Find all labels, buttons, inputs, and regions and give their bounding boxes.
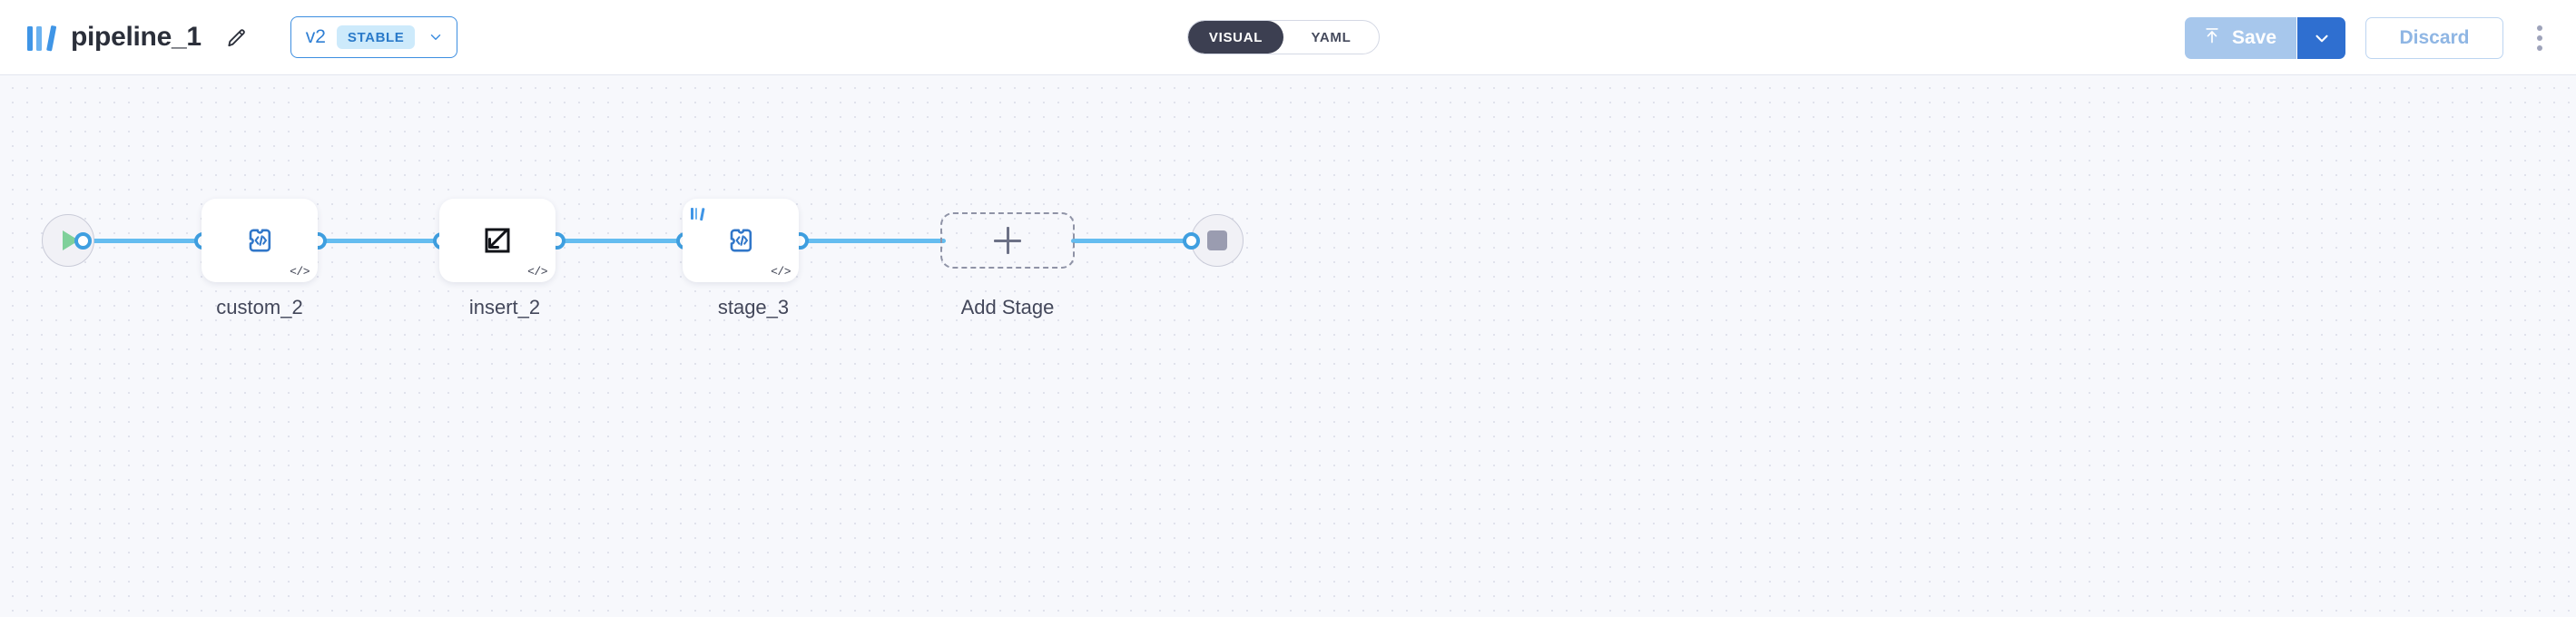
stage-node-insert_2[interactable]: </> [439, 199, 556, 282]
insert-arrow-icon [439, 199, 556, 282]
code-badge: </> [290, 265, 310, 279]
discard-button[interactable]: Discard [2365, 16, 2503, 59]
save-button[interactable]: Save [2184, 16, 2296, 59]
pipeline-canvas[interactable]: </> </> [0, 75, 2576, 617]
pipeline-logo-icon [691, 205, 706, 220]
puzzle-code-icon [202, 199, 318, 282]
stage-label-custom_2: custom_2 [216, 296, 303, 318]
header-right-group: Save Discard [2184, 0, 2556, 75]
pencil-icon[interactable] [221, 22, 252, 53]
chevron-down-icon [426, 27, 446, 47]
add-stage-label: Add Stage [960, 296, 1055, 318]
connector-dot[interactable] [1183, 232, 1200, 250]
edge-custom2-to-insert2 [211, 239, 448, 243]
stage-label-stage_3: stage_3 [717, 296, 790, 318]
save-dropdown-button[interactable] [2296, 16, 2345, 59]
header-left-group: pipeline_1 v2 STABLE [0, 16, 458, 58]
pipeline-flow: </> </> [0, 75, 2576, 617]
save-button-label: Save [2231, 26, 2276, 48]
code-badge: </> [527, 265, 547, 279]
code-badge: </> [771, 265, 791, 279]
chevron-down-icon [2315, 34, 2328, 42]
upload-icon [2203, 25, 2221, 51]
stage-node-stage_3[interactable]: </> [683, 199, 799, 282]
stop-icon [1207, 230, 1227, 250]
kebab-menu-icon[interactable] [2523, 18, 2556, 58]
pipeline-logo-icon [25, 22, 58, 53]
connector-dot[interactable] [74, 232, 92, 250]
version-selector[interactable]: v2 STABLE [290, 16, 458, 58]
plus-icon [994, 227, 1021, 254]
stage-label-insert_2: insert_2 [468, 296, 541, 318]
edge-insert2-to-stage3 [448, 239, 692, 243]
stage-node-custom_2[interactable]: </> [202, 199, 318, 282]
tab-yaml[interactable]: YAML [1311, 29, 1352, 45]
version-label: v2 [305, 26, 326, 47]
edge-addstage-to-end [1071, 239, 1200, 243]
tab-visual[interactable]: VISUAL [1188, 21, 1283, 54]
edge-start-to-custom2 [84, 239, 211, 243]
page-title: pipeline_1 [71, 22, 202, 52]
status-badge: STABLE [336, 25, 416, 49]
mode-toggle[interactable]: VISUAL YAML [1187, 20, 1380, 54]
start-node[interactable] [42, 214, 94, 267]
edge-stage3-to-addstage [692, 239, 946, 243]
puzzle-code-icon [683, 199, 799, 282]
play-icon [62, 230, 79, 250]
add-stage-button[interactable] [940, 212, 1075, 269]
save-button-group: Save [2184, 16, 2345, 59]
app-header: pipeline_1 v2 STABLE VISUAL YAML [0, 0, 2576, 75]
